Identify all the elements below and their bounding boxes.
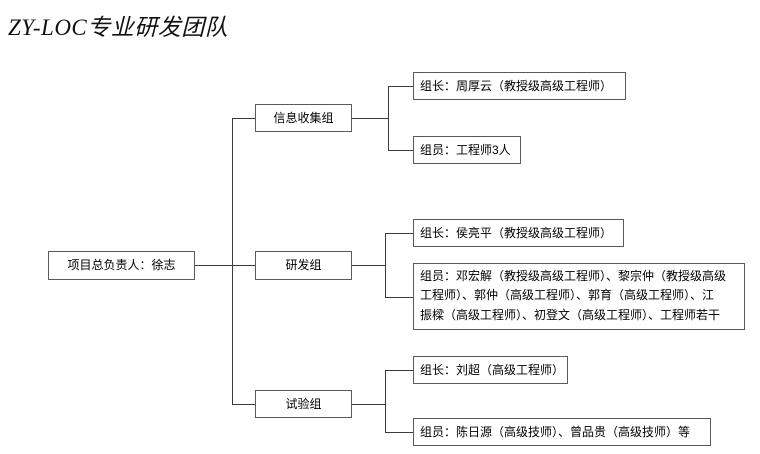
- node-group-2-member-2[interactable]: 组员：邓宏解（教授级高级工程师）、黎宗仲（教授级高级 工程师）、郭仲（高级工程师…: [413, 263, 745, 330]
- connector-group-1-member-1: [388, 86, 413, 87]
- connector-group-1-member-2: [388, 150, 413, 151]
- connector-root-stub: [195, 265, 232, 266]
- connector-group-2-bracket: [385, 233, 386, 297]
- node-group-2-member-1[interactable]: 组长：侯亮平（教授级高级工程师）: [413, 219, 624, 247]
- connector-trunk-to-group-1: [232, 118, 255, 119]
- connector-trunk: [232, 118, 233, 404]
- page-title: ZY-LOC专业研发团队: [8, 15, 229, 40]
- node-project-leader[interactable]: 项目总负责人：徐志: [48, 251, 195, 280]
- connector-group-2-member-1: [385, 233, 413, 234]
- node-group-1[interactable]: 信息收集组: [255, 104, 352, 132]
- connector-trunk-to-group-3: [232, 404, 255, 405]
- connector-group-2-member-2: [385, 297, 413, 298]
- connector-group-1-bracket: [388, 86, 389, 150]
- connector-group-3-bracket: [385, 370, 386, 432]
- node-group-1-member-1[interactable]: 组长：周厚云（教授级高级工程师）: [413, 72, 626, 100]
- node-group-3-member-1[interactable]: 组长：刘超（高级工程师）: [413, 356, 568, 384]
- node-group-2-member-2-line-2: 工程师）、郭仲（高级工程师）、郭育（高级工程师）、江: [420, 288, 715, 303]
- connector-group-2-stub: [352, 265, 385, 266]
- node-group-1-member-2[interactable]: 组员：工程师3人: [413, 136, 521, 164]
- node-group-2[interactable]: 研发组: [255, 251, 352, 280]
- connector-group-3-member-2: [385, 432, 413, 433]
- node-group-3[interactable]: 试验组: [255, 390, 352, 418]
- node-group-2-member-2-line-1: 组员：邓宏解（教授级高级工程师）、黎宗仲（教授级高级: [420, 269, 727, 283]
- connector-trunk-to-group-2: [232, 265, 255, 266]
- node-group-2-member-2-line-3: 振樑（高级工程师）、初登文（高级工程师）、工程师若干: [420, 307, 721, 322]
- connector-group-1-stub: [352, 118, 388, 119]
- node-group-3-member-2[interactable]: 组员：陈日源（高级技师）、曾品贵（高级技师）等: [413, 418, 711, 446]
- connector-group-3-stub: [352, 404, 385, 405]
- connector-group-3-member-1: [385, 370, 413, 371]
